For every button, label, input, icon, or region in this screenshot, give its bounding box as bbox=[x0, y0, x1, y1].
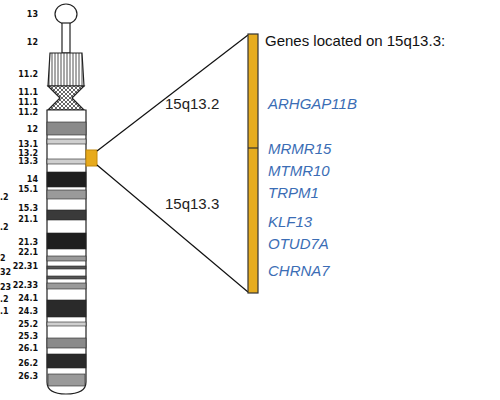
gene-name: ARHGAP11B bbox=[268, 96, 357, 111]
centromere bbox=[48, 86, 84, 110]
band-divider bbox=[248, 147, 258, 148]
band-number-cut: .2 bbox=[0, 194, 9, 202]
diagram-title: Genes located on 15q13.3: bbox=[265, 33, 445, 48]
band-number: 26.3 bbox=[4, 373, 38, 381]
satellite bbox=[55, 4, 77, 24]
zoom-line bbox=[97, 35, 248, 151]
band-number-cut: 2 bbox=[0, 255, 6, 263]
zoom-line bbox=[97, 165, 248, 292]
band-number: 11.1 bbox=[4, 89, 38, 97]
gene-name: CHRNA7 bbox=[268, 263, 330, 278]
band-number: 15.1 bbox=[4, 186, 38, 194]
gene-name: MRMR15 bbox=[268, 141, 331, 156]
band-number: 21.1 bbox=[4, 216, 38, 224]
band-number: 13.3 bbox=[4, 158, 38, 166]
band-number: 11.2 bbox=[4, 109, 38, 117]
band-number: 11.2 bbox=[4, 71, 38, 79]
band-number: 24.1 bbox=[4, 295, 38, 303]
hatched-band bbox=[48, 53, 84, 86]
gene-name: TRPM1 bbox=[268, 185, 319, 200]
band-number-cut: 23 bbox=[0, 284, 11, 292]
band-number: 26.2 bbox=[4, 360, 38, 368]
band-number: 12 bbox=[4, 39, 38, 47]
region-label: 15q13.3 bbox=[165, 196, 219, 211]
stalk bbox=[62, 23, 70, 53]
expanded-region-bar bbox=[248, 34, 258, 293]
band-number-cut: .2 bbox=[0, 296, 9, 304]
region-label: 15q13.2 bbox=[165, 96, 219, 111]
band-number: 11.1 bbox=[4, 99, 38, 107]
band-number: 24.3 bbox=[4, 308, 38, 316]
band-number: 21.3 bbox=[4, 239, 38, 247]
band-number: 25.2 bbox=[4, 321, 38, 329]
band-number: 14 bbox=[4, 176, 38, 184]
band-number-cut: .1 bbox=[0, 308, 9, 316]
gene-name: KLF13 bbox=[268, 214, 312, 229]
band-number: 13.1 bbox=[4, 141, 38, 149]
band-number: 22.1 bbox=[4, 249, 38, 257]
band-number: 13 bbox=[4, 11, 38, 19]
band-number: 15.3 bbox=[4, 205, 38, 213]
region-marker bbox=[86, 150, 97, 166]
band-number-cut: .2 bbox=[0, 224, 9, 232]
gene-name: OTUD7A bbox=[268, 236, 329, 251]
q-arm bbox=[47, 110, 86, 394]
band-number: 13.2 bbox=[4, 150, 38, 158]
band-number: 12 bbox=[4, 126, 38, 134]
band-number: 25.3 bbox=[4, 333, 38, 341]
gene-name: MTMR10 bbox=[268, 163, 330, 178]
band-number-cut: 32 bbox=[0, 269, 11, 277]
chromosome-bands bbox=[47, 122, 86, 386]
band-number: 26.1 bbox=[4, 345, 38, 353]
